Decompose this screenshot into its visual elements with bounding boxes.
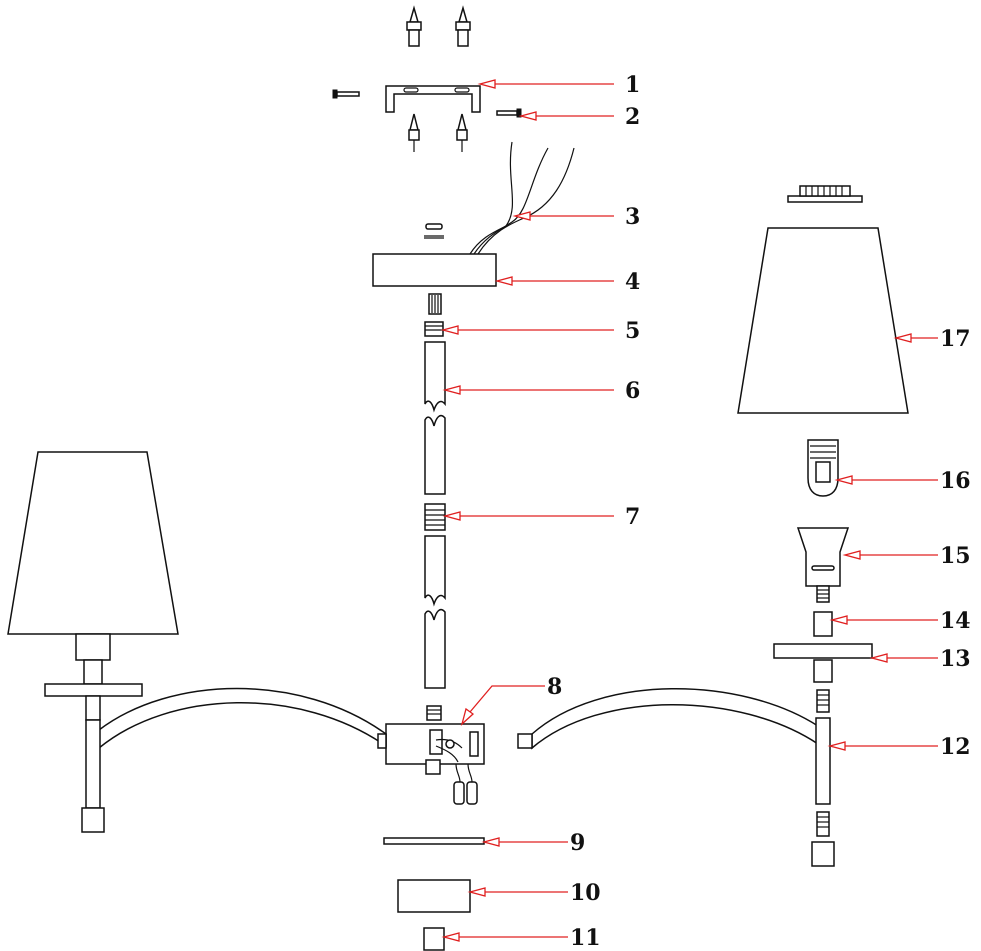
collar [813, 611, 833, 637]
left-bobeche [44, 683, 143, 697]
wall-anchor-left [408, 113, 420, 152]
right-arm [531, 688, 819, 750]
callout-5: 5 [625, 318, 640, 344]
tube-segment-1 [424, 341, 446, 413]
left-stem-upper [85, 695, 101, 721]
leader-12 [827, 741, 938, 751]
screw-right [496, 108, 522, 118]
left-collar [83, 659, 103, 685]
leader-2 [518, 111, 614, 121]
tube-segment-2 [424, 414, 446, 495]
callout-3: 3 [625, 204, 640, 230]
leader-15 [842, 550, 938, 560]
bobeche [773, 643, 873, 659]
left-stem-lower [85, 719, 101, 809]
callout-10: 10 [570, 880, 601, 906]
callout-13: 13 [940, 646, 971, 672]
callout-4: 4 [625, 269, 640, 295]
power-wires [469, 141, 575, 255]
wall-plug-upper-left [406, 5, 422, 47]
callout-9: 9 [570, 830, 585, 856]
coupling-nut-middle [424, 503, 446, 531]
leader-13 [869, 653, 938, 663]
wall-anchor-right [456, 113, 468, 152]
leader-16 [834, 475, 938, 485]
leader-4 [494, 276, 614, 286]
coupling-nut-upper [424, 321, 444, 337]
bottom-cup [397, 879, 471, 913]
tube-segment-3 [424, 535, 446, 607]
wire-connectors [453, 763, 478, 805]
threaded-nipple-upper [428, 293, 442, 315]
threaded-nipple-bottom [816, 811, 830, 837]
wall-plug-upper-right [455, 5, 471, 47]
threaded-nipple-body [426, 705, 442, 721]
threaded-nipple-arm [816, 689, 830, 713]
callout-8: 8 [547, 674, 562, 700]
callout-7: 7 [625, 504, 640, 530]
left-arm-end [377, 733, 387, 749]
leader-17 [893, 333, 938, 343]
leader-1 [477, 79, 614, 89]
terminal-block [424, 223, 444, 239]
shade-ring [787, 185, 863, 203]
callout-12: 12 [940, 734, 971, 760]
callout-6: 6 [625, 378, 640, 404]
left-lampshade [7, 451, 179, 635]
leader-7 [442, 511, 614, 521]
callout-15: 15 [940, 543, 971, 569]
lamp-socket [796, 527, 850, 603]
spacer [813, 659, 833, 683]
tube-segment-4 [424, 608, 446, 689]
leader-14 [829, 615, 938, 625]
left-finial [81, 807, 105, 833]
callout-17: 17 [940, 326, 971, 352]
left-arm [98, 687, 387, 750]
callout-1: 1 [625, 72, 640, 98]
right-lampshade [737, 227, 909, 414]
screw-left [332, 89, 360, 99]
bottom-finial [423, 927, 445, 951]
leader-10 [467, 887, 568, 897]
junction-wiring [425, 729, 479, 775]
mounting-bracket [385, 85, 481, 113]
leader-5 [440, 325, 614, 335]
callout-14: 14 [940, 608, 971, 634]
left-socket-cap [75, 633, 111, 661]
arm-stem [815, 717, 831, 805]
leader-8 [460, 685, 545, 726]
leader-3 [512, 211, 614, 221]
leader-9 [481, 837, 568, 847]
bottom-plate [383, 837, 485, 845]
callout-11: 11 [570, 925, 601, 951]
right-arm-end [517, 733, 533, 749]
callout-2: 2 [625, 104, 640, 130]
canopy [372, 253, 497, 287]
leader-11 [441, 932, 568, 942]
callout-16: 16 [940, 468, 971, 494]
leader-6 [442, 385, 614, 395]
socket-sleeve [807, 439, 839, 497]
finial [811, 841, 835, 867]
